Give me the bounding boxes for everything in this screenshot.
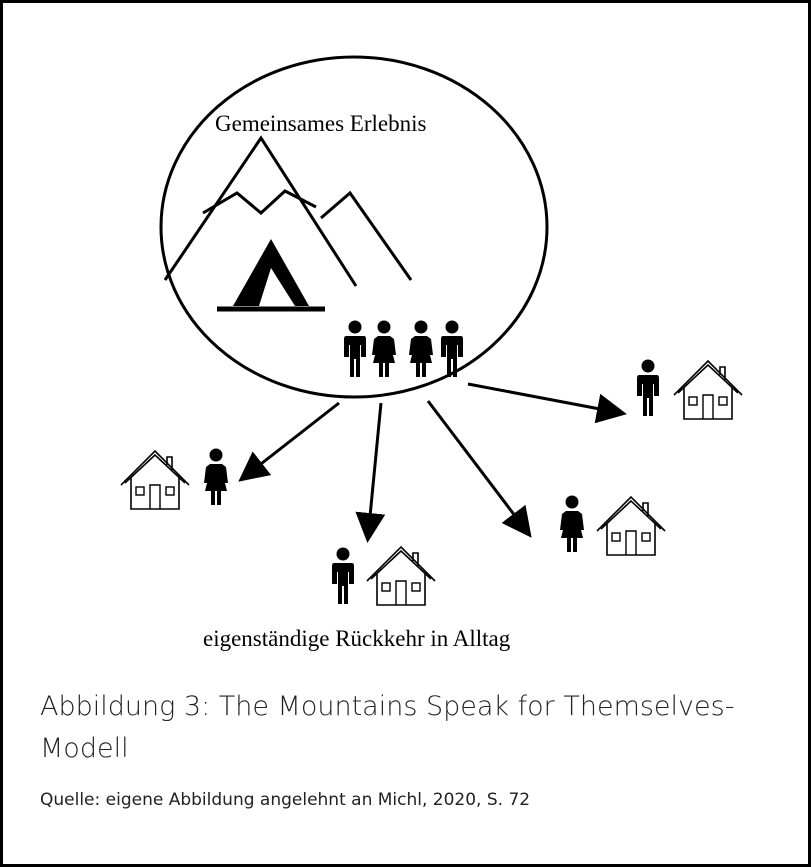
- person-icon: [637, 359, 659, 416]
- diagram: Gemeinsames Erlebnis: [120, 55, 743, 651]
- return-bottom-right: [560, 495, 666, 556]
- return-left: [120, 448, 228, 510]
- arrow-bottom-center: [355, 402, 386, 543]
- group-icon: [344, 320, 463, 377]
- return-bottom-center: [332, 546, 436, 606]
- arrow-right: [467, 382, 627, 424]
- house-icon: [366, 546, 436, 606]
- figure-source: Quelle: eigene Abbildung angelehnt an Mi…: [40, 790, 531, 810]
- person-icon: [332, 547, 354, 604]
- mountains-icon: [163, 135, 413, 287]
- bottom-label: eigenständige Rückkehr in Alltag: [203, 626, 511, 651]
- return-right: [637, 359, 743, 420]
- arrow-bottom-right: [426, 400, 532, 538]
- house-icon: [673, 360, 743, 420]
- return-arrows: [238, 382, 627, 543]
- tent-icon: [217, 239, 325, 312]
- person-icon: [560, 495, 584, 552]
- circle-label: Gemeinsames Erlebnis: [215, 111, 426, 136]
- experience-circle: [159, 55, 549, 399]
- arrow-left: [238, 401, 340, 482]
- house-icon: [120, 450, 190, 510]
- house-icon: [596, 496, 666, 556]
- figure-caption: Abbildung 3: The Mountains Speak for The…: [40, 691, 735, 764]
- person-icon: [204, 448, 228, 505]
